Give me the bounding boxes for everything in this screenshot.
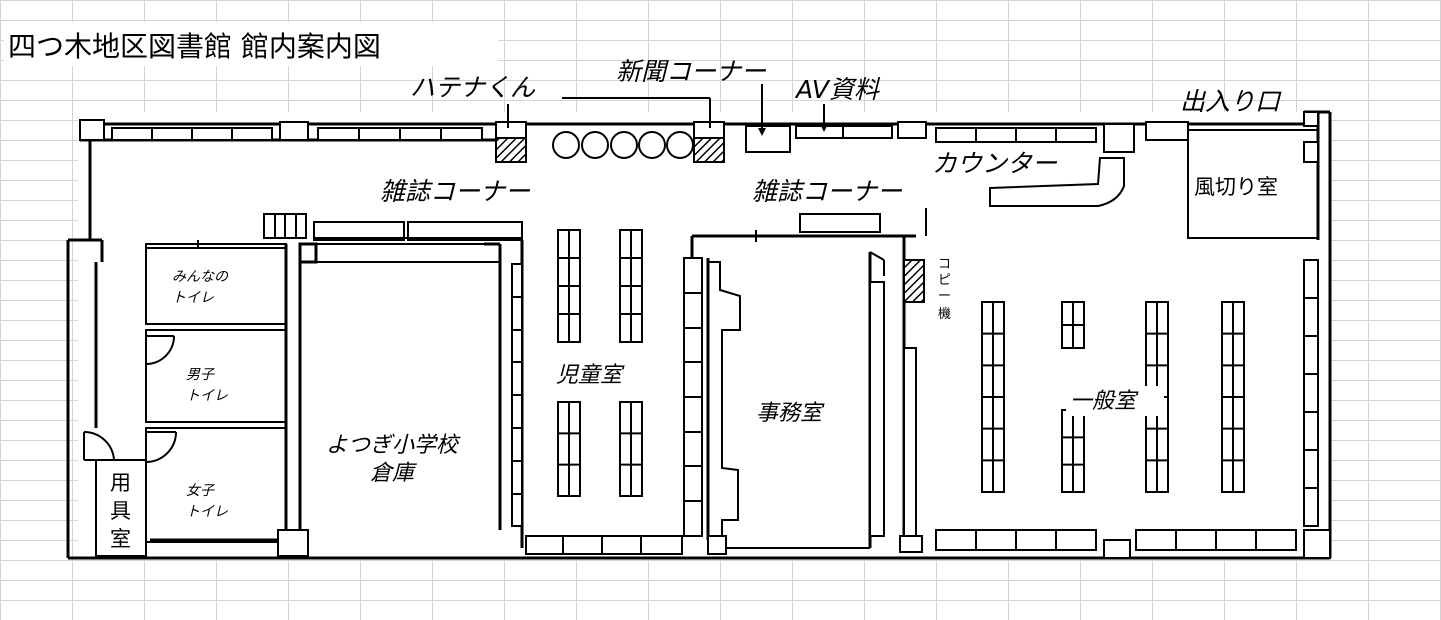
label-childrens-room: 児童室	[556, 363, 625, 388]
label-school-storage-2: 倉庫	[370, 461, 417, 486]
label-toilet-all-2: トイレ	[172, 290, 214, 306]
bookshelf	[557, 401, 581, 497]
label-copy-4: 機	[938, 307, 951, 322]
office-room	[690, 208, 927, 555]
label-copy-3: ー	[938, 289, 951, 304]
label-magazine-left: 雑誌コーナー	[380, 177, 531, 206]
label-storage-1: 用	[110, 471, 131, 495]
bookshelf	[619, 229, 643, 343]
label-windbreak-room: 風切り室	[1194, 175, 1278, 199]
label-storage-2: 具	[110, 499, 131, 523]
bookshelf	[981, 301, 1005, 493]
label-toilet-men-1: 男子	[186, 367, 215, 383]
label-hatena: ハテナくん	[410, 73, 536, 102]
label-toilet-men-2: トイレ	[186, 388, 228, 404]
label-counter: カウンター	[932, 149, 1058, 178]
label-newspaper-corner: 新聞コーナー	[616, 57, 767, 86]
label-av-materials: AV資料	[794, 75, 881, 104]
label-entrance: 出入り口	[1180, 87, 1282, 116]
label-toilet-all-1: みんなの	[172, 269, 229, 285]
bookshelf	[1061, 409, 1085, 493]
label-office: 事務室	[756, 401, 825, 426]
label-storage-3: 室	[110, 527, 131, 551]
school-storage	[263, 213, 523, 530]
label-toilet-women-2: トイレ	[186, 504, 228, 520]
page-title: 四つ木地区図書館 館内案内図	[8, 30, 381, 63]
childrens-room	[511, 229, 703, 555]
bookshelf	[1061, 301, 1085, 349]
bookshelf	[557, 229, 581, 343]
bookshelf	[619, 401, 643, 497]
label-toilet-women-1: 女子	[186, 483, 215, 499]
hatena-newspaper-area	[495, 84, 1319, 163]
general-room	[935, 259, 1331, 559]
label-magazine-right: 雑誌コーナー	[752, 177, 903, 206]
label-general-room: 一般室	[1070, 389, 1139, 414]
label-copy-2: ピ	[938, 273, 951, 288]
toilets-block	[83, 240, 309, 557]
windbreak-room	[1187, 129, 1319, 239]
counter	[989, 157, 1125, 207]
bookshelf	[1221, 301, 1245, 493]
label-copy-1: コ	[938, 257, 951, 272]
label-school-storage-1: よつぎ小学校	[326, 433, 461, 458]
top-left-shelves	[79, 119, 483, 141]
